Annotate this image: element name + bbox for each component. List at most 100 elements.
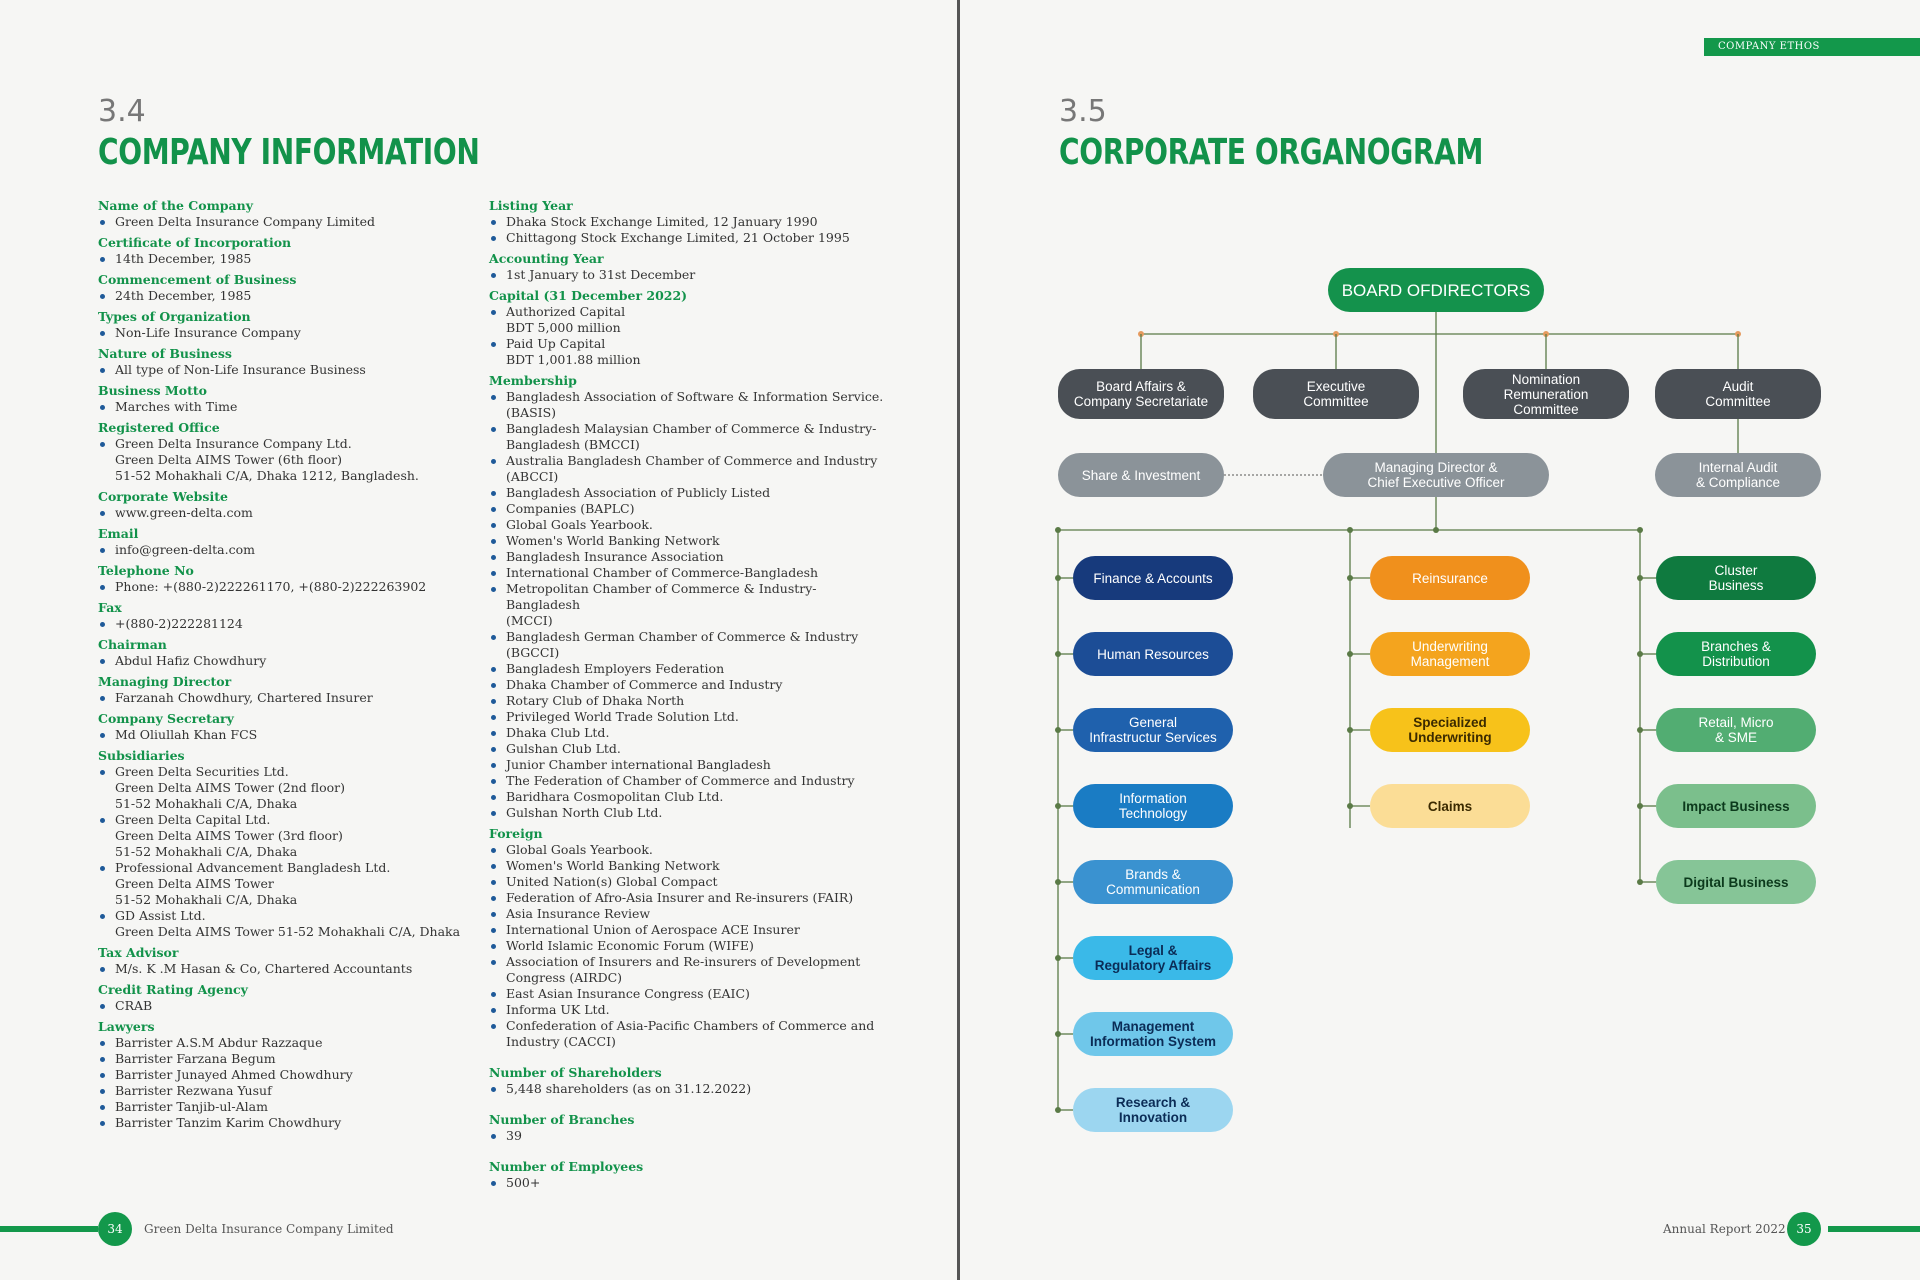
org-connectors xyxy=(1055,310,1741,1113)
info-item: 39 xyxy=(489,1128,889,1144)
info-item-line: Green Delta AIMS Tower (6th floor) xyxy=(115,452,343,467)
info-item: Phone: +(880-2)222261170, +(880-2)222263… xyxy=(98,579,468,595)
info-item-line: Green Delta AIMS Tower xyxy=(115,876,274,891)
info-item-line: (BASIS) xyxy=(506,405,557,420)
info-item: Global Goals Yearbook. xyxy=(489,842,889,858)
connector-dot xyxy=(1055,1031,1061,1037)
info-item: Informa UK Ltd. xyxy=(489,1002,889,1018)
info-item-line: Global Goals Yearbook. xyxy=(506,842,653,857)
info-list: Global Goals Yearbook.Women's World Bank… xyxy=(489,842,889,1050)
info-item-line: Phone: +(880-2)222261170, +(880-2)222263… xyxy=(115,579,427,594)
info-list: M/s. K .M Hasan & Co, Chartered Accounta… xyxy=(98,961,468,977)
info-item-line: Green Delta AIMS Tower 51-52 Mohakhali C… xyxy=(115,924,461,939)
info-list: 5,448 shareholders (as on 31.12.2022) xyxy=(489,1081,889,1097)
info-item: 1st January to 31st December xyxy=(489,267,889,283)
info-list: Green Delta Insurance Company Ltd.Green … xyxy=(98,436,468,484)
info-item: info@green-delta.com xyxy=(98,542,468,558)
connector-dot xyxy=(1347,803,1353,809)
info-item-line: Confederation of Asia-Pacific Chambers o… xyxy=(506,1018,875,1033)
info-item: 14th December, 1985 xyxy=(98,251,468,267)
info-item-line: Congress (AIRDC) xyxy=(506,970,623,985)
info-item: Gulshan Club Ltd. xyxy=(489,741,889,757)
info-item-line: Industry (CACCI) xyxy=(506,1034,616,1049)
info-item-line: Green Delta Securities Ltd. xyxy=(115,764,289,779)
connector-dot xyxy=(1055,727,1061,733)
info-label: Corporate Website xyxy=(98,489,228,504)
info-item-line: Association of Insurers and Re-insurers … xyxy=(506,954,861,969)
info-label: Number of Shareholders xyxy=(489,1065,662,1080)
info-item-line: Bangladesh (BMCCI) xyxy=(506,437,640,452)
info-item: Bangladesh Malaysian Chamber of Commerce… xyxy=(489,421,889,453)
info-item-line: Women's World Banking Network xyxy=(506,533,720,548)
info-item: East Asian Insurance Congress (EAIC) xyxy=(489,986,889,1002)
info-item-line: International Chamber of Commerce-Bangla… xyxy=(506,565,819,580)
info-item: Companies (BAPLC) xyxy=(489,501,889,517)
info-label: Lawyers xyxy=(98,1019,155,1034)
info-item: Privileged World Trade Solution Ltd. xyxy=(489,709,889,725)
info-item-line: Asia Insurance Review xyxy=(506,906,651,921)
info-item-line: Metropolitan Chamber of Commerce & Indus… xyxy=(506,581,817,612)
info-list: 14th December, 1985 xyxy=(98,251,468,267)
info-list: Green Delta Securities Ltd. Green Delta A… xyxy=(98,764,468,940)
info-item: CRAB xyxy=(98,998,468,1014)
info-item: GD Assist Ltd.Green Delta AIMS Tower 51-… xyxy=(98,908,468,940)
info-item-line: Global Goals Yearbook. xyxy=(506,517,653,532)
org-node-committee: Audit Committee xyxy=(1655,369,1821,419)
page-number: 34 xyxy=(98,1212,132,1246)
info-item: Abdul Hafiz Chowdhury xyxy=(98,653,468,669)
org-node-dept: Management Information System xyxy=(1073,1012,1233,1056)
info-item-line: GD Assist Ltd. xyxy=(115,908,206,923)
org-node-dept: Specialized Underwriting xyxy=(1370,708,1530,752)
info-item-line: United Nation(s) Global Compact xyxy=(506,874,718,889)
info-item: Baridhara Cosmopolitan Club Ltd. xyxy=(489,789,889,805)
info-item-line: Gulshan Club Ltd. xyxy=(506,741,621,756)
info-item-line: 39 xyxy=(506,1128,522,1143)
info-list: Dhaka Stock Exchange Limited, 12 January… xyxy=(489,214,889,246)
header-tag: COMPANY ETHOS xyxy=(1704,38,1920,56)
connector-dot xyxy=(1055,955,1061,961)
org-node-dept: Impact Business xyxy=(1656,784,1816,828)
info-item: +(880-2)222281124 xyxy=(98,616,468,632)
info-item-line: 500+ xyxy=(506,1175,541,1190)
connector-dot xyxy=(1637,727,1643,733)
info-list: CRAB xyxy=(98,998,468,1014)
org-node-internal-audit: Internal Audit & Compliance xyxy=(1655,453,1821,497)
info-item-line: Barrister Rezwana Yusuf xyxy=(115,1083,272,1098)
info-group: Fax+(880-2)222281124 xyxy=(98,600,468,632)
info-item-line: 51-52 Mohakhali C/A, Dhaka xyxy=(115,892,298,907)
info-item-line: Barrister Farzana Begum xyxy=(115,1051,276,1066)
info-item-line: Green Delta Capital Ltd. xyxy=(115,812,271,827)
info-label: Foreign xyxy=(489,826,543,841)
info-list: Md Oliullah Khan FCS xyxy=(98,727,468,743)
info-item: Barrister Tanjib-ul-Alam xyxy=(98,1099,468,1115)
info-item-line: International Union of Aerospace ACE Ins… xyxy=(506,922,800,937)
info-item-line: World Islamic Economic Forum (WIFE) xyxy=(506,938,754,953)
section-number: 3.4 xyxy=(98,94,146,129)
info-group: Capital (31 December 2022)Authorized Cap… xyxy=(489,288,889,368)
info-item: Asia Insurance Review xyxy=(489,906,889,922)
info-item: Australia Bangladesh Chamber of Commerce… xyxy=(489,453,889,485)
info-item: All type of Non-Life Insurance Business xyxy=(98,362,468,378)
connector-dot xyxy=(1055,575,1061,581)
info-item-line: Federation of Afro-Asia Insurer and Re-i… xyxy=(506,890,854,905)
org-node-dept: Cluster Business xyxy=(1656,556,1816,600)
org-node-dept: Branches & Distribution xyxy=(1656,632,1816,676)
connector-dot xyxy=(1055,803,1061,809)
info-item-line: Barrister Tanjib-ul-Alam xyxy=(115,1099,268,1114)
info-item: Barrister Rezwana Yusuf xyxy=(98,1083,468,1099)
info-list: Marches with Time xyxy=(98,399,468,415)
info-item-line: www.green-delta.com xyxy=(115,505,253,520)
info-item-line: Bangladesh Association of Software & Inf… xyxy=(506,389,884,404)
section-number: 3.5 xyxy=(1059,94,1107,129)
info-item: International Union of Aerospace ACE Ins… xyxy=(489,922,889,938)
